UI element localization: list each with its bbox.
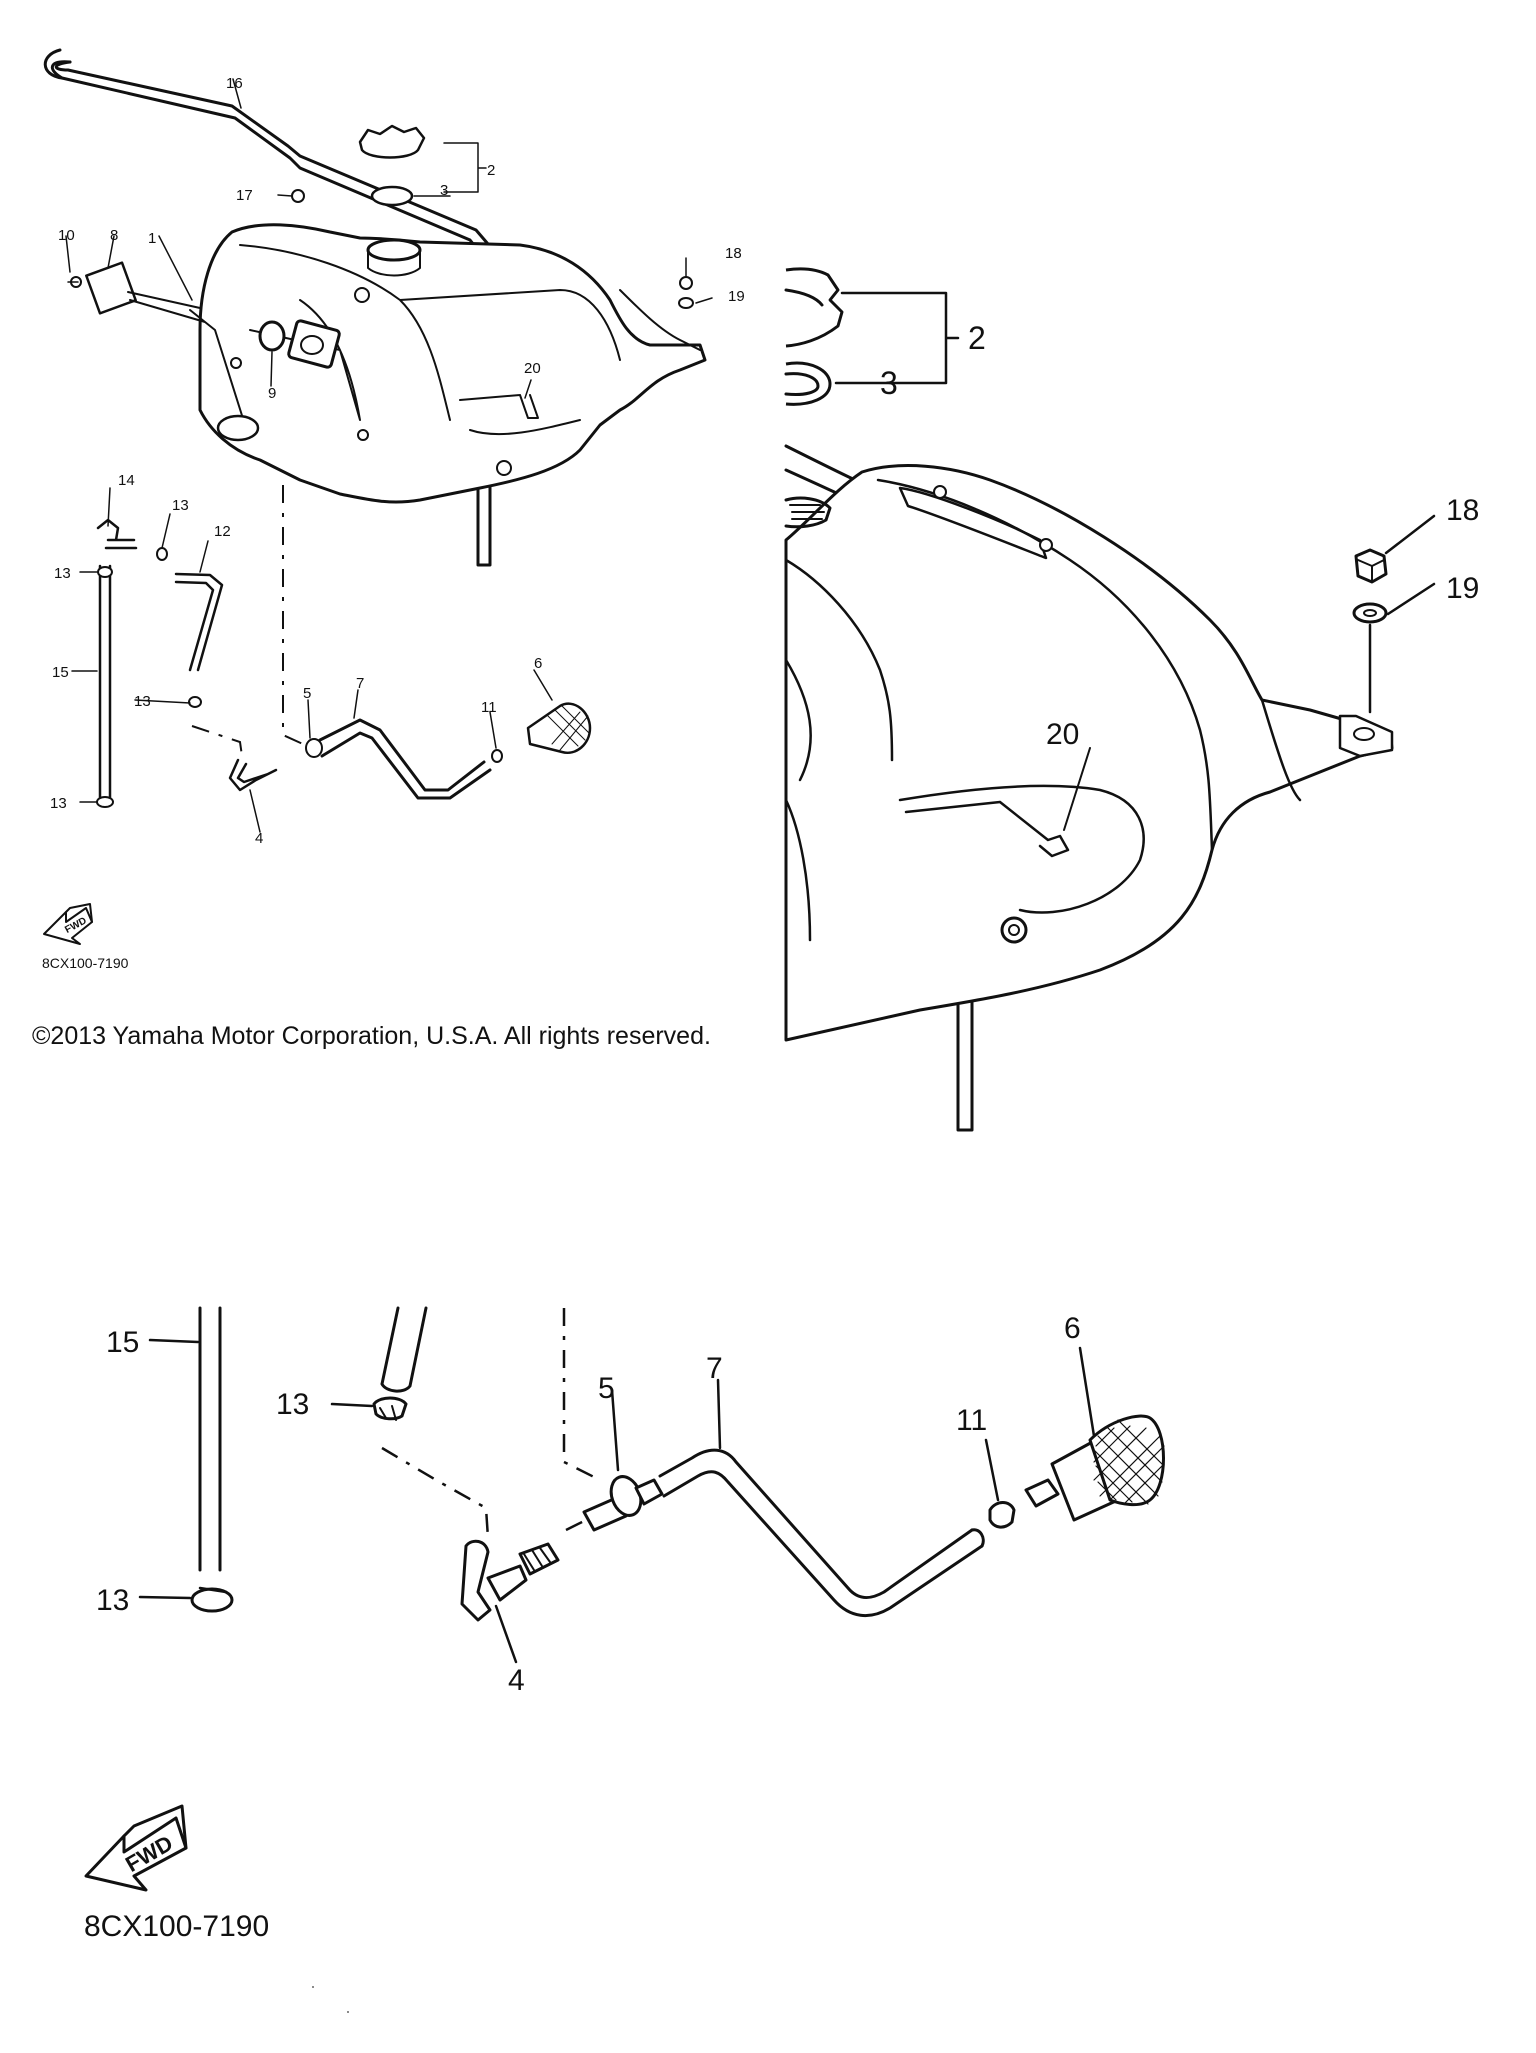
tee-14: [96, 518, 138, 550]
overview-callout: 16: [226, 75, 243, 92]
zoom-joint-4: [460, 1539, 492, 1622]
overview-callout: 13: [134, 693, 151, 710]
zoom-callout: 3: [880, 365, 898, 401]
zoom-callout: 13: [96, 1584, 129, 1617]
clip-17: [291, 189, 305, 203]
zoom-callout: 11: [956, 1404, 987, 1437]
grommet-9: [258, 320, 286, 352]
fuel-line-7: [318, 718, 492, 800]
overview-callout: 8: [110, 227, 118, 244]
washer-19: [678, 297, 694, 309]
overview-callout: 13: [50, 795, 67, 812]
nut-18: [679, 276, 693, 290]
cock-5: [305, 738, 323, 758]
fwd-arrow-small: FWD: [43, 903, 93, 945]
overview-callout: 4: [255, 830, 263, 847]
zoom-callout: 15: [106, 1326, 139, 1359]
overview-callout: 13: [172, 497, 189, 514]
zoom-callout: 6: [1064, 1312, 1081, 1345]
zoom-callout: 2: [968, 320, 986, 356]
overview-callout: 18: [725, 245, 742, 262]
overview-callout: 3: [440, 182, 448, 199]
overview-callout: 5: [303, 685, 311, 702]
zoom-callout: 18: [1446, 494, 1479, 527]
overview-callout: 11: [481, 699, 497, 716]
overview-callout: 10: [58, 227, 75, 244]
overview-callout: 6: [534, 655, 542, 672]
overview-callout: 19: [728, 288, 745, 305]
clip-11: [491, 749, 503, 763]
diagram-code-small: 8CX100-7190: [42, 955, 129, 971]
overview-callout: 13: [54, 565, 71, 582]
hose-15: [98, 564, 112, 802]
overview-callout: 20: [524, 360, 541, 377]
overview-callout: 7: [356, 675, 364, 692]
hose-12: [174, 572, 224, 672]
zoom-clamp-13-top: [372, 1396, 408, 1421]
overview-callout: 2: [487, 162, 495, 179]
zoom-callout: 20: [1046, 718, 1079, 751]
zoom-bottom: 15 13 13 4 5 7 11: [84, 1306, 1165, 1943]
zoom-callout: 7: [706, 1352, 723, 1385]
overview-callout: 15: [52, 664, 69, 681]
zoom-clip-11: [988, 1501, 1016, 1529]
overview-callout: 14: [118, 472, 135, 489]
zoom-top-right: 2 3 20 18 1: [784, 267, 1479, 1132]
zoom-band-20: [904, 800, 1070, 858]
zoom-gasket-3: [785, 361, 832, 406]
filler-neck: [366, 238, 422, 262]
overview-callout: 17: [236, 187, 253, 204]
fuel-pump-float: [216, 414, 260, 442]
diagram-code-large: 8CX100-7190: [84, 1910, 269, 1943]
joint-4: [228, 758, 278, 792]
overview-callout: 12: [214, 523, 231, 540]
zoom-callout: 5: [598, 1372, 615, 1405]
filter-mesh: [1093, 1419, 1165, 1505]
overview-diagram: 1 2 3 4 5 6 7 8 9 10 11 12 13 13 13 13 1…: [42, 48, 745, 971]
fuel-tank-1: [198, 223, 707, 504]
overview-callout: 9: [268, 385, 276, 402]
zoom-hose-15: [198, 1306, 222, 1572]
overview-callout: 1: [148, 230, 156, 247]
zoom-fuel-cap-2: [785, 267, 844, 348]
cap-gasket-3: [370, 185, 414, 207]
fuel-cap-2: [358, 124, 426, 159]
zoom-callout: 4: [508, 1664, 525, 1697]
zoom-callout: 13: [276, 1388, 309, 1421]
vent-hose-16: [43, 48, 484, 347]
gauge-plate-8: [85, 261, 137, 315]
fwd-arrow-large: FWD: [84, 1804, 188, 1892]
copyright-notice: ©2013 Yamaha Motor Corporation, U.S.A. A…: [32, 1022, 711, 1050]
fuel-filter-6: [526, 702, 592, 755]
zoom-fuel-line-7: [658, 1448, 984, 1618]
zoom-callout: 19: [1446, 572, 1479, 605]
